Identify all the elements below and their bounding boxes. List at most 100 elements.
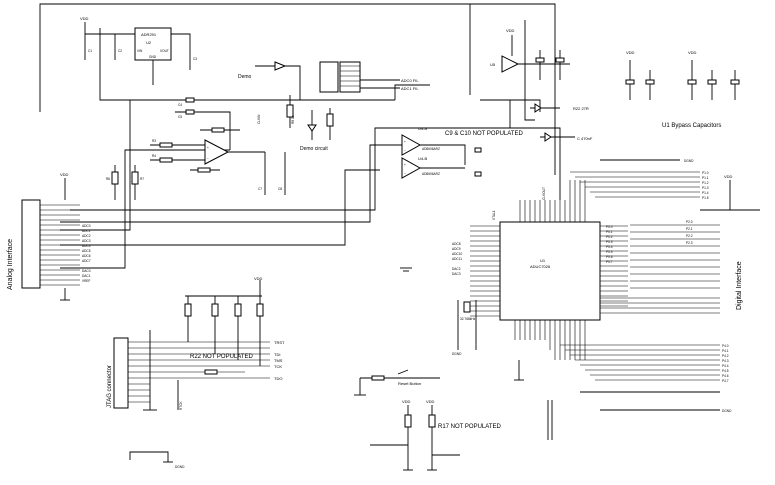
switch-pins <box>340 65 360 87</box>
svg-text:P4.3: P4.3 <box>722 359 729 363</box>
svg-text:TDO: TDO <box>274 376 282 381</box>
svg-text:−: − <box>404 149 406 153</box>
svg-text:R6: R6 <box>106 177 110 181</box>
svg-text:P2.2: P2.2 <box>686 234 693 238</box>
svg-text:ADC2: ADC2 <box>82 234 91 238</box>
svg-text:U5: U5 <box>490 62 496 67</box>
svg-text:P4.7: P4.7 <box>722 379 729 383</box>
svg-text:−: − <box>404 172 406 176</box>
svg-text:Reset Button: Reset Button <box>398 381 421 386</box>
svg-text:VOUT: VOUT <box>160 49 169 53</box>
svg-text:VDD: VDD <box>254 276 263 281</box>
svg-text:DGND: DGND <box>684 159 694 163</box>
ground-symbol-bottom: DGND <box>129 451 185 469</box>
svg-text:ADC1 FIL: ADC1 FIL <box>401 86 419 91</box>
mcu-bottom-pins <box>514 320 586 360</box>
reset-button: Reset Button <box>354 369 440 396</box>
crystal: 32.768kHz DGND <box>452 300 477 356</box>
svg-text:Demo: Demo <box>238 74 252 80</box>
svg-text:P0.3: P0.3 <box>606 240 613 244</box>
svg-text:P0.4: P0.4 <box>606 245 613 249</box>
svg-text:ADUC7026: ADUC7026 <box>530 264 551 269</box>
svg-text:C2: C2 <box>118 49 122 53</box>
svg-text:P0.2: P0.2 <box>606 235 613 239</box>
svg-text:P1.1: P1.1 <box>702 176 709 180</box>
svg-text:Demo circuit: Demo circuit <box>300 146 328 152</box>
digital-header-lower <box>600 297 720 314</box>
svg-text:P1.2: P1.2 <box>702 181 709 185</box>
svg-text:DAC2: DAC2 <box>452 267 461 271</box>
svg-text:P0.5: P0.5 <box>606 250 613 254</box>
svg-text:ADC7: ADC7 <box>82 259 91 263</box>
svg-text:ADC1: ADC1 <box>82 229 91 233</box>
svg-text:Analog Interface: Analog Interface <box>7 239 14 290</box>
svg-text:ADC11: ADC11 <box>452 257 462 261</box>
svg-text:DAC3: DAC3 <box>452 272 461 276</box>
svg-text:DGND: DGND <box>175 465 185 469</box>
svg-text:ADC10: ADC10 <box>452 252 463 256</box>
svg-text:+: + <box>404 163 406 167</box>
svg-text:R4: R4 <box>152 154 156 158</box>
svg-text:TRST: TRST <box>274 340 285 345</box>
svg-text:TMS: TMS <box>274 358 283 363</box>
svg-text:Digital Interface: Digital Interface <box>736 261 743 310</box>
digital-header-bottom <box>560 344 720 381</box>
svg-text:ADR291: ADR291 <box>141 32 157 37</box>
small-grounds <box>400 267 553 440</box>
svg-text:R3: R3 <box>152 139 156 143</box>
demo-circuit: Demo Demo circuit ADC0 FIL ADC1 FIL <box>238 61 419 152</box>
svg-text:U1 Bypass Capacitors: U1 Bypass Capacitors <box>662 123 721 129</box>
svg-text:R22 27R: R22 27R <box>573 106 589 111</box>
svg-text:VDD: VDD <box>426 399 435 404</box>
svg-text:VDD: VDD <box>80 16 89 21</box>
svg-text:VDD: VDD <box>506 28 515 33</box>
svg-text:C7: C7 <box>258 187 262 191</box>
svg-text:ADC0: ADC0 <box>82 224 91 228</box>
mcu-u1: U1 ADUC7026 ADC8 ADC9 ADC10 ADC1 <box>452 180 628 360</box>
svg-text:C 470nF: C 470nF <box>577 136 593 141</box>
svg-text:ADC9: ADC9 <box>452 247 461 251</box>
u1-bypass-caps: VDD VDD U1 Bypass Capacitors <box>625 50 740 129</box>
opamp-section: C4 C5 + − R3 R4 R6 R7 C7 C8 <box>106 97 286 200</box>
vertical-net-labels: R8 1k CLKIN CLKOUT XTAL1 <box>257 114 546 220</box>
digital-header-top <box>570 171 700 198</box>
svg-text:DAC0: DAC0 <box>82 269 91 273</box>
svg-text:U4-A: U4-A <box>418 126 427 131</box>
svg-text:VDD: VDD <box>688 50 697 55</box>
svg-text:+: + <box>207 146 209 150</box>
svg-text:VIN: VIN <box>137 49 143 53</box>
svg-text:DGND: DGND <box>452 352 462 356</box>
svg-text:U1: U1 <box>540 258 546 263</box>
svg-text:C3: C3 <box>193 57 197 61</box>
svg-text:CLKOUT: CLKOUT <box>542 187 546 200</box>
svg-text:ADC4: ADC4 <box>82 244 91 248</box>
svg-text:P1.4: P1.4 <box>702 191 709 195</box>
svg-text:R7: R7 <box>140 177 144 181</box>
svg-text:C9 & C10 NOT POPULATED: C9 & C10 NOT POPULATED <box>445 131 523 137</box>
svg-text:C5: C5 <box>178 115 182 119</box>
svg-text:P0.1: P0.1 <box>606 230 613 234</box>
outer-wires <box>39 3 561 269</box>
mcu-right-pins <box>600 225 628 307</box>
svg-text:VDD: VDD <box>60 172 69 177</box>
svg-text:P1.0: P1.0 <box>702 171 709 175</box>
analog-interface-header: Analog Interface ADC0 ADC1 ADC2 ADC3 ADC… <box>7 172 91 301</box>
svg-text:DAC1: DAC1 <box>82 274 91 278</box>
svg-text:ADC6: ADC6 <box>82 254 91 258</box>
svg-text:P2.1: P2.1 <box>686 227 693 231</box>
svg-text:R8 1k: R8 1k <box>291 115 295 124</box>
svg-text:P0.6: P0.6 <box>606 255 613 259</box>
svg-text:P4.0: P4.0 <box>722 344 729 348</box>
svg-text:P4.5: P4.5 <box>722 369 729 373</box>
svg-text:R17 NOT POPULATED: R17 NOT POPULATED <box>438 424 501 430</box>
mcu-top-pins <box>519 180 586 222</box>
svg-text:AD8606ARZ: AD8606ARZ <box>422 172 440 176</box>
svg-text:P1.5: P1.5 <box>702 196 709 200</box>
svg-text:CLKIN: CLKIN <box>257 114 261 124</box>
svg-text:−: − <box>207 157 209 161</box>
svg-text:R22 NOT POPULATED: R22 NOT POPULATED <box>190 354 253 360</box>
svg-text:GND: GND <box>149 55 157 59</box>
top-right-block: U5 VDD R22 27R C 470nF <box>490 28 593 142</box>
svg-text:ADC8: ADC8 <box>452 242 461 246</box>
